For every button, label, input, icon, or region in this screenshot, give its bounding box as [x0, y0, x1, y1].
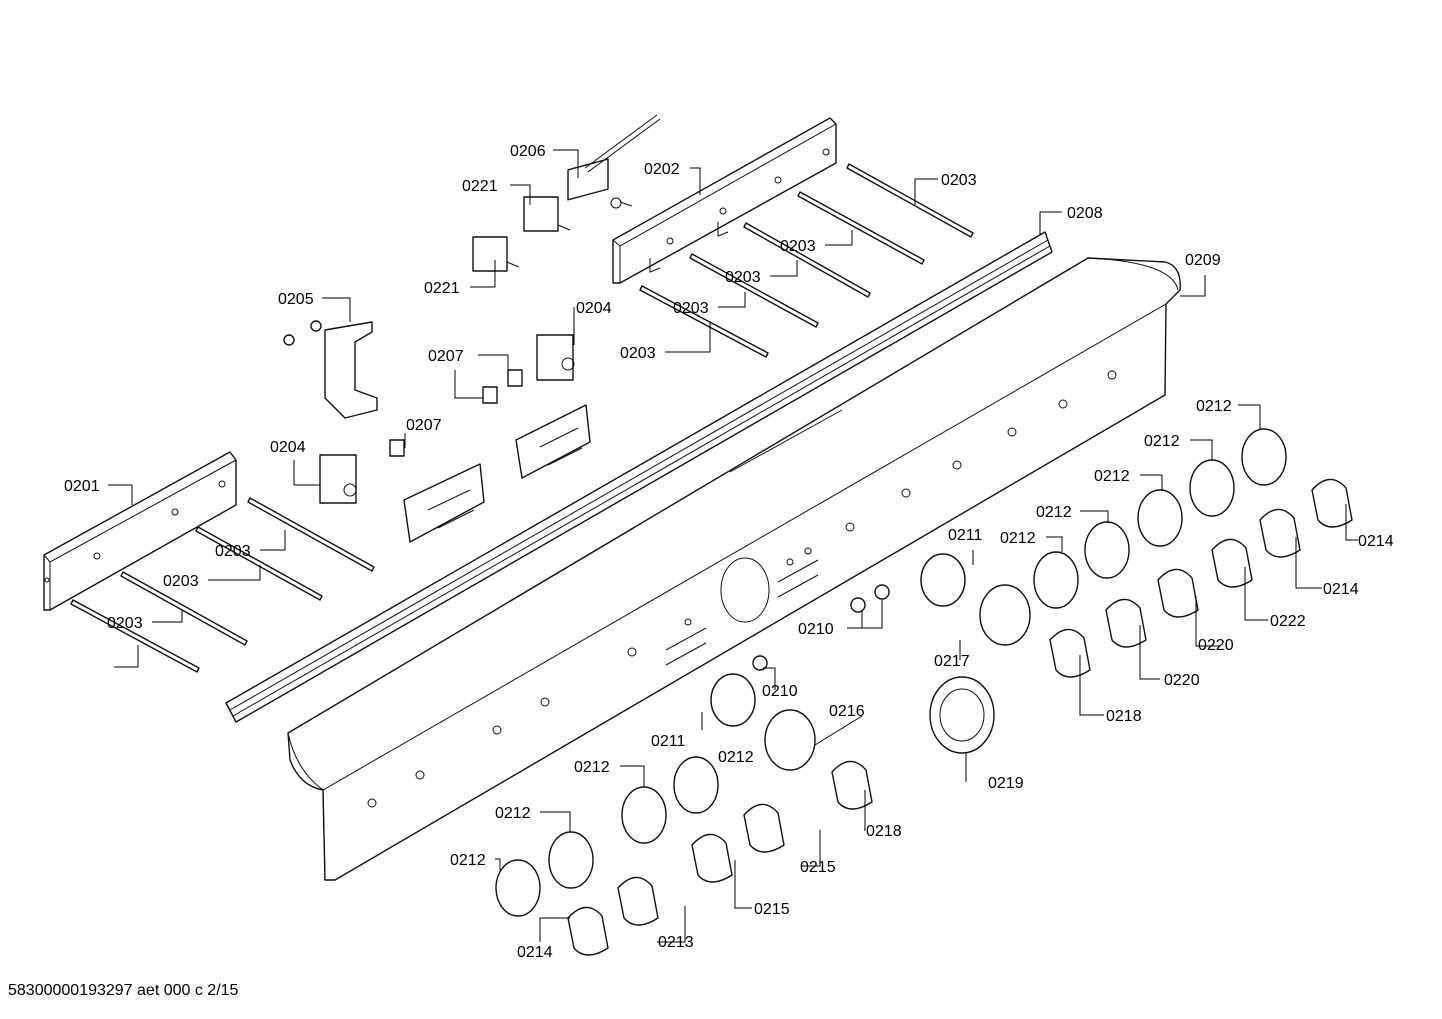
callout-label: 0214 [1323, 581, 1359, 598]
callout-label: 0215 [800, 859, 836, 876]
callout-label: 0212 [1094, 468, 1130, 485]
callout-label: 0203 [780, 238, 816, 255]
callout-label: 0216 [829, 703, 865, 720]
callout-label: 0212 [1144, 433, 1180, 450]
callout-label: 0212 [574, 759, 610, 776]
callout-label: 0210 [762, 683, 798, 700]
callout-label: 0218 [1106, 708, 1142, 725]
callout-label: 0201 [64, 478, 100, 495]
callout-label: 0203 [215, 543, 251, 560]
callout-label: 0210 [798, 621, 834, 638]
rods-part [70, 163, 974, 673]
callout-label: 0212 [1000, 530, 1036, 547]
control-panel-part [287, 257, 1181, 881]
callout-label: 0204 [576, 300, 612, 317]
callout-label: 0205 [278, 291, 314, 308]
callout-label: 0204 [270, 439, 306, 456]
callout-label: 0213 [658, 934, 694, 951]
callout-label: 0221 [424, 280, 460, 297]
callout-label: 0203 [941, 172, 977, 189]
callout-label: 0222 [1270, 613, 1306, 630]
switches-and-regulators [283, 114, 661, 543]
callout-label: 0211 [651, 733, 686, 750]
callout-label: 0209 [1185, 252, 1221, 269]
callout-label: 0212 [718, 749, 754, 766]
callout-label: 0219 [988, 775, 1024, 792]
callout-label: 0220 [1198, 637, 1234, 654]
callout-label: 0207 [406, 417, 442, 434]
callout-label: 0207 [428, 348, 464, 365]
callout-label: 0203 [725, 269, 761, 286]
callout-label: 0202 [644, 161, 680, 178]
callout-label: 0220 [1164, 672, 1200, 689]
callout-label: 0221 [462, 178, 498, 195]
callout-label: 0214 [1358, 533, 1394, 550]
callout-label: 0212 [1196, 398, 1232, 415]
callout-label: 0206 [510, 143, 546, 160]
callout-label: 0212 [1036, 504, 1072, 521]
callout-label: 0214 [517, 944, 553, 961]
left-bracket-part [43, 451, 237, 611]
callout-label: 0211 [948, 527, 983, 544]
callout-label: 0218 [866, 823, 902, 840]
right-bracket-part [612, 117, 837, 284]
callout-label: 0203 [107, 615, 143, 632]
trim-strip-part [225, 231, 1053, 723]
callout-label: 0208 [1067, 205, 1103, 222]
document-id-footer: 58300000193297 aet 000 c 2/15 [8, 982, 239, 999]
leader-lines [108, 149, 1358, 943]
callout-labels: 0201 0202 0203 0203 0203 0203 0203 0203 … [64, 143, 1394, 961]
callout-label: 0203 [673, 300, 709, 317]
callout-label: 0212 [450, 852, 486, 869]
callout-label: 0203 [163, 573, 199, 590]
callout-label: 0217 [934, 653, 970, 670]
callout-label: 0212 [495, 805, 531, 822]
callout-label: 0215 [754, 901, 790, 918]
callout-label: 0203 [620, 345, 656, 362]
knobs-and-rings [495, 428, 1353, 956]
